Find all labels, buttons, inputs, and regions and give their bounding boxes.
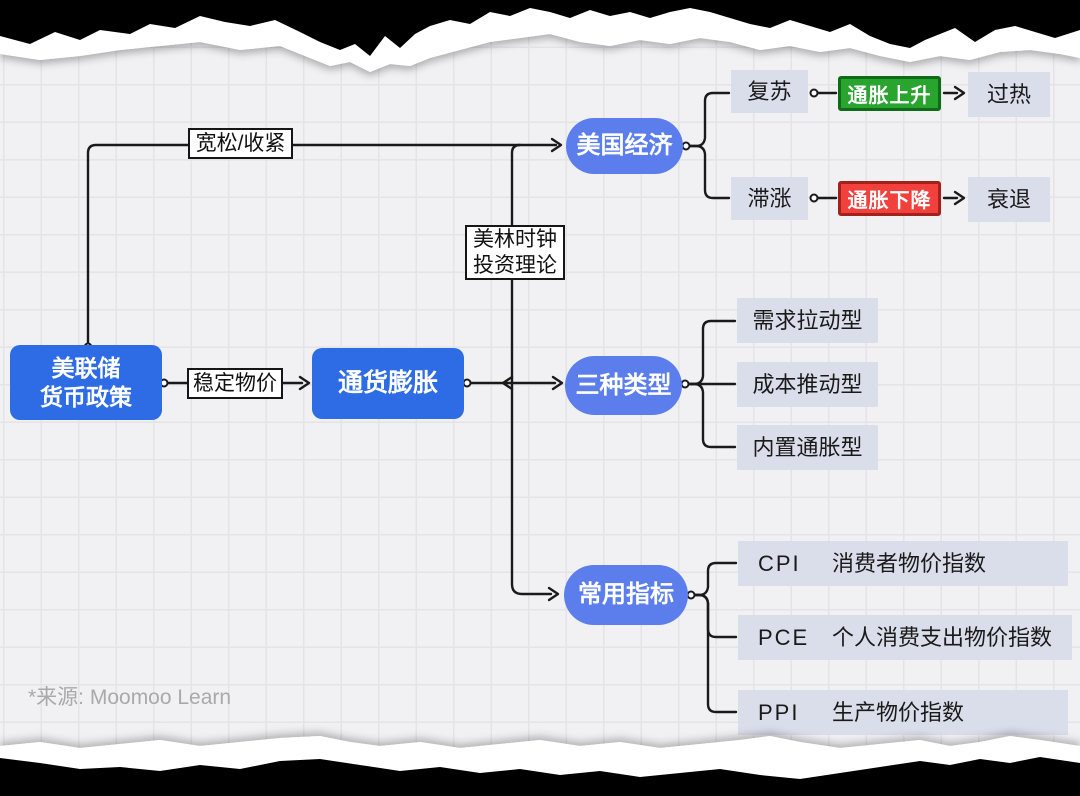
- badge-inflation-up-text: 通胀上升: [847, 85, 932, 107]
- node-us-economy-text: 美国经济: [576, 132, 673, 159]
- node-three-types: 三种类型: [565, 356, 682, 415]
- indicator-name-pce: 个人消费支出物价指数: [832, 624, 1053, 650]
- brace-indicators: [693, 561, 738, 714]
- node-recovery: 复苏: [731, 70, 808, 113]
- indicator-row-cpi: CPI 消费者物价指数: [738, 541, 1068, 586]
- edge-label-merrill-clock: 美林时钟 投资理论: [465, 225, 565, 280]
- node-overheating-text: 过热: [986, 81, 1031, 107]
- node-overheating: 过热: [968, 72, 1050, 117]
- list-item-demand-pull: 需求拉动型: [737, 298, 878, 343]
- connection-dots: [83, 88, 819, 600]
- edge-label-stable-prices: 稳定物价: [187, 368, 283, 399]
- node-stagflation: 滞涨: [731, 177, 808, 220]
- node-recovery-text: 复苏: [747, 78, 792, 104]
- node-stagflation-text: 滞涨: [747, 185, 792, 211]
- node-three-types-text: 三种类型: [575, 371, 672, 399]
- list-item-cost-push-text: 成本推动型: [752, 371, 863, 397]
- trunk-merrill-clock-line: [501, 143, 560, 602]
- node-recession-text: 衰退: [986, 186, 1031, 212]
- edge-inflation-to-types: [469, 375, 564, 391]
- node-fed-line2: 货币政策: [40, 383, 132, 410]
- indicator-code-ppi: PPI: [758, 699, 800, 725]
- node-inflation: 通货膨胀: [312, 348, 464, 419]
- edge-easing-tightening: [86, 137, 563, 348]
- node-fed-monetary-policy: 美联储 货币政策: [10, 345, 162, 420]
- badge-inflation-down-text: 通胀下降: [847, 190, 932, 212]
- edge-label-stable-prices-text: 稳定物价: [193, 371, 277, 395]
- indicator-code-pce: PCE: [758, 624, 810, 650]
- node-inflation-text: 通货膨胀: [337, 368, 438, 397]
- edge-label-easing-text: 宽松/收紧: [195, 131, 286, 155]
- indicator-code-cpi: CPI: [758, 550, 801, 576]
- indicator-name-cpi: 消费者物价指数: [832, 550, 987, 576]
- indicator-row-ppi: PPI 生产物价指数: [738, 690, 1068, 735]
- source-note: *来源: Moomoo Learn: [28, 686, 232, 709]
- merrill-clock-line1: 美林时钟: [473, 227, 557, 251]
- node-us-economy: 美国经济: [566, 118, 683, 174]
- edge-stagflation-recession: [816, 190, 966, 206]
- badge-inflation-down: 通胀下降: [838, 181, 941, 216]
- badge-inflation-up: 通胀上升: [838, 76, 941, 111]
- edge-label-easing-tightening: 宽松/收紧: [188, 128, 293, 159]
- indicator-name-ppi: 生产物价指数: [832, 699, 965, 725]
- node-recession: 衰退: [968, 177, 1050, 222]
- node-fed-line1: 美联储: [51, 354, 121, 381]
- list-item-demand-pull-text: 需求拉动型: [752, 307, 863, 333]
- list-item-built-in-text: 内置通胀型: [752, 434, 863, 460]
- brace-us-economy: [688, 91, 731, 200]
- merrill-clock-line2: 投资理论: [473, 253, 557, 277]
- brace-three-types: [686, 319, 737, 449]
- node-common-indicators-text: 常用指标: [578, 581, 674, 608]
- list-item-cost-push: 成本推动型: [737, 362, 878, 407]
- edge-recovery-overheat: [816, 85, 966, 101]
- list-item-built-in: 内置通胀型: [737, 425, 878, 470]
- node-common-indicators: 常用指标: [564, 565, 688, 625]
- indicator-row-pce: PCE 个人消费支出物价指数: [738, 615, 1072, 660]
